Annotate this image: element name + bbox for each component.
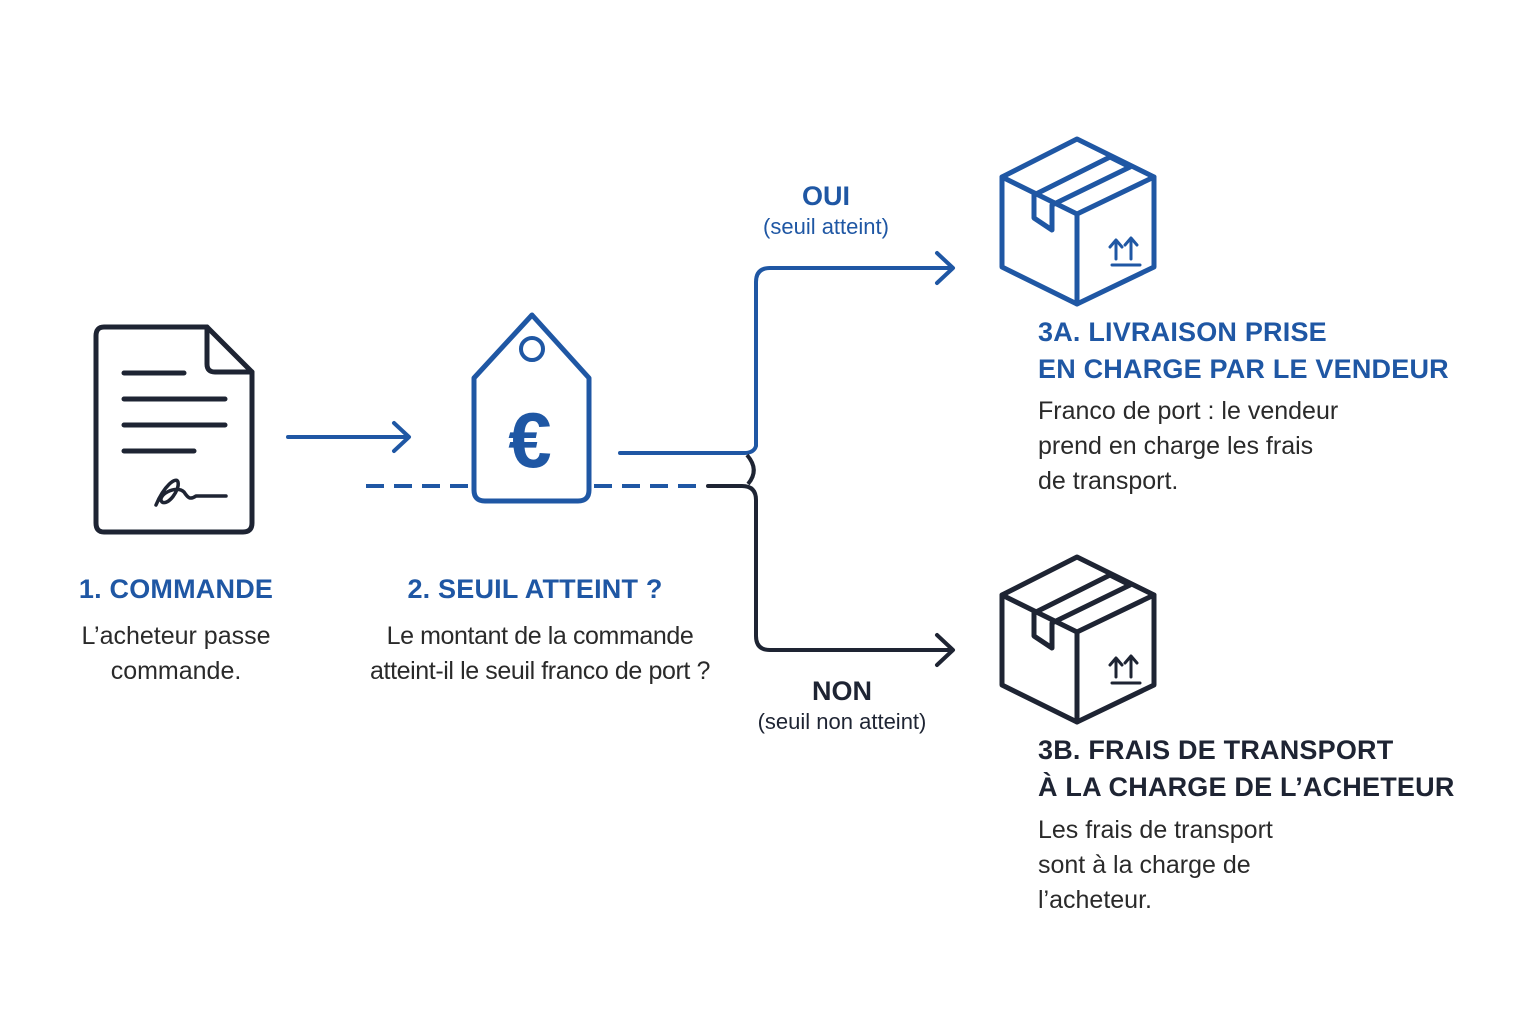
signed-document-icon <box>93 324 255 535</box>
euro-price-tag-icon <box>471 312 592 504</box>
step-vendeur-title: 3A. LIVRAISON PRISE EN CHARGE PAR LE VEN… <box>1038 314 1449 388</box>
desc-line: L’acheteur passe <box>81 622 271 650</box>
desc-line: de transport. <box>1038 467 1179 495</box>
desc-line: Franco de port : le vendeur <box>1038 397 1339 425</box>
branch-non-label: NON (seuil non atteint) <box>722 675 962 737</box>
branch-oui-label: OUI (seuil atteint) <box>726 180 926 242</box>
branch-non-path <box>706 484 955 667</box>
branch-oui-title: OUI <box>801 181 850 211</box>
branch-non-title: NON <box>812 676 872 706</box>
step-seuil-title: 2. SEUIL ATTEINT ? <box>407 574 663 604</box>
euro-symbol: € <box>508 396 551 484</box>
package-box-icon <box>999 136 1157 307</box>
desc-line: l’acheteur. <box>1038 886 1152 914</box>
branch-oui-path <box>618 251 955 455</box>
step-commande-title: 1. COMMANDE <box>78 574 274 604</box>
title-line: À LA CHARGE DE L’ACHETEUR <box>1038 772 1455 802</box>
desc-line: prend en charge les frais <box>1038 432 1314 460</box>
arrow-commande-to-seuil <box>286 421 411 453</box>
step-seuil-desc: Le montant de la commande atteint-il le … <box>340 619 740 689</box>
step-acheteur-title: 3B. FRAIS DE TRANSPORT À LA CHARGE DE L’… <box>1038 732 1455 806</box>
title-line: 3A. LIVRAISON PRISE <box>1038 317 1327 347</box>
branch-junction <box>745 453 756 486</box>
step-acheteur-desc: Les frais de transport sont à la charge … <box>1038 813 1273 918</box>
desc-line: Le montant de la commande <box>386 622 694 650</box>
desc-line: sont à la charge de <box>1038 851 1251 879</box>
step-commande-desc: L’acheteur passe commande. <box>56 619 296 689</box>
package-box-icon <box>999 554 1157 725</box>
desc-line: commande. <box>110 657 242 685</box>
step-vendeur-desc: Franco de port : le vendeur prend en cha… <box>1038 394 1338 499</box>
title-line: 3B. FRAIS DE TRANSPORT <box>1038 735 1394 765</box>
title-line: EN CHARGE PAR LE VENDEUR <box>1038 354 1449 384</box>
desc-line: atteint-il le seuil franco de port ? <box>370 657 710 685</box>
branch-oui-sub: (seuil atteint) <box>763 214 889 239</box>
branch-non-sub: (seuil non atteint) <box>757 709 927 734</box>
desc-line: Les frais de transport <box>1038 816 1273 844</box>
